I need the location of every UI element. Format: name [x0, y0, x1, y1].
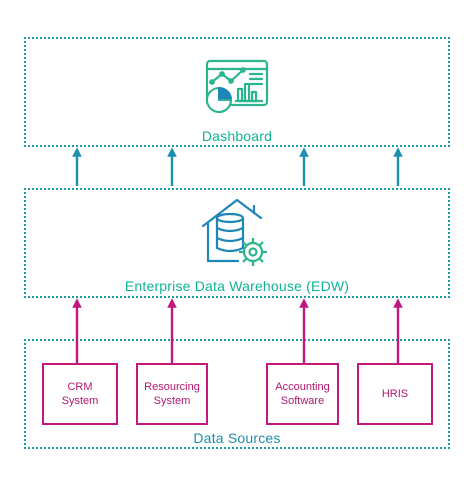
source-accounting-label: Accounting Software — [275, 381, 330, 407]
source-crm-label: CRM System — [61, 381, 99, 407]
edw-layer: Enterprise Data Warehouse (EDW) — [24, 188, 450, 298]
dashboard-analytics-icon — [205, 59, 269, 107]
dashboard-layer: Dashboard — [24, 37, 450, 147]
data-sources-layer: Data Sources — [24, 339, 450, 449]
sources-to-edw-arrows — [72, 298, 403, 363]
pie-chart-icon — [206, 87, 232, 113]
dashboard-label: Dashboard — [201, 128, 273, 144]
source-hris-label: HRIS — [381, 388, 409, 400]
source-accounting-software: Accounting Software — [266, 363, 339, 425]
data-sources-label: Data Sources — [193, 430, 281, 446]
source-crm-system: CRM System — [42, 363, 118, 425]
data-warehouse-gear-icon — [201, 198, 263, 263]
gear-icon — [239, 238, 267, 266]
edw-to-dashboard-arrows — [72, 147, 403, 186]
source-resourcing-system: Resourcing System — [136, 363, 208, 425]
edw-label: Enterprise Data Warehouse (EDW) — [124, 278, 350, 294]
source-resourcing-label: Resourcing System — [144, 381, 200, 407]
source-hris: HRIS — [357, 363, 433, 425]
